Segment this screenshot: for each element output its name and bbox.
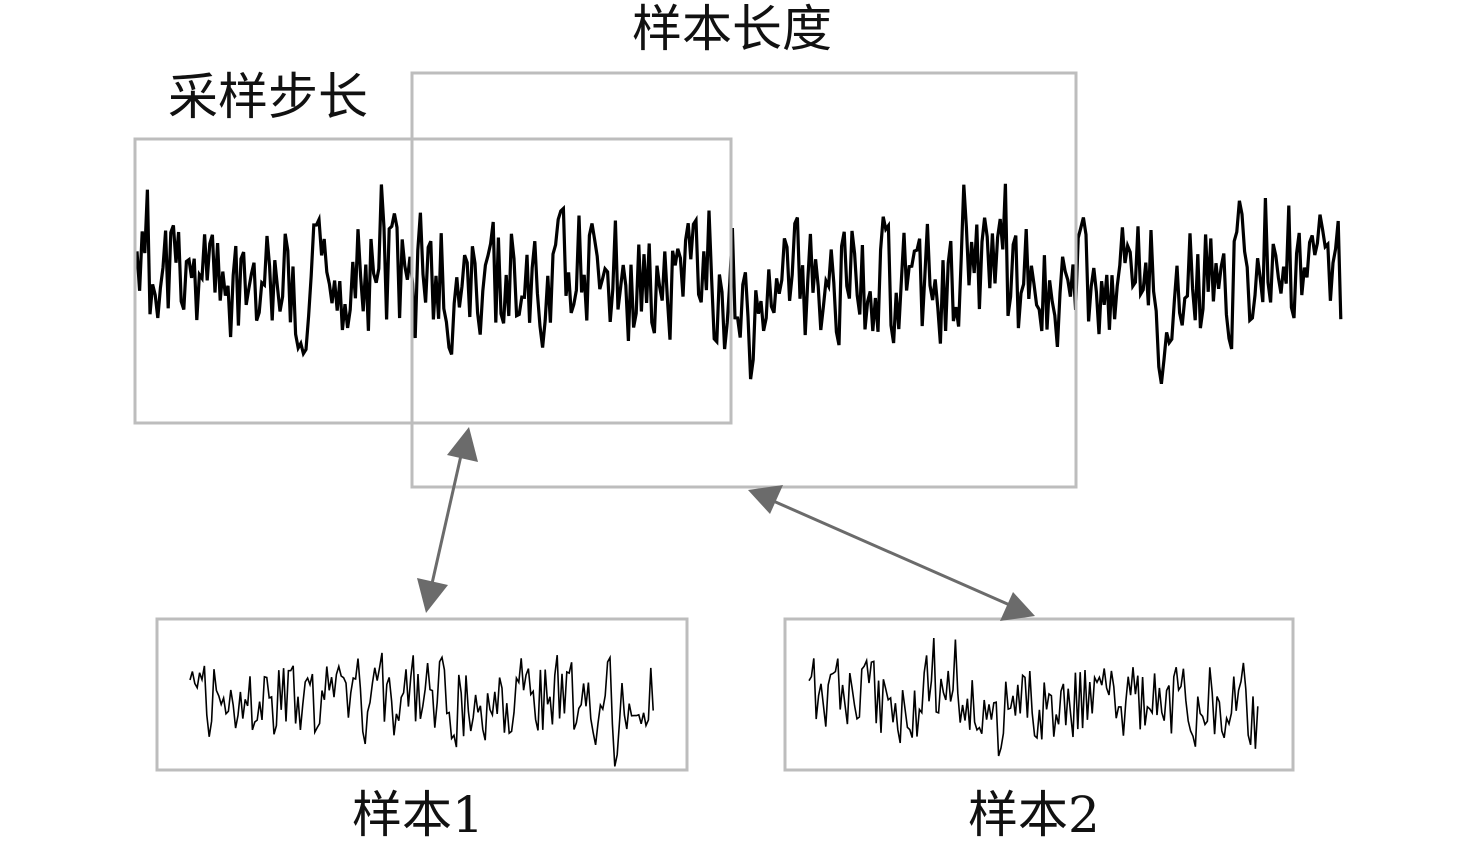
sampling-step-label: 采样步长 <box>168 68 368 126</box>
main-signal-waveform <box>135 183 1343 385</box>
sample-2-label: 样本2 <box>968 786 1100 844</box>
sampling-step-window <box>133 137 733 425</box>
arrow-to-sample-2 <box>748 485 1035 621</box>
sample-2-box <box>783 617 1295 772</box>
sample-length-label: 样本长度 <box>632 0 832 58</box>
sample-length-window <box>410 71 1078 489</box>
sample-1-label: 样本1 <box>352 786 484 844</box>
sample-1-waveform <box>189 652 654 767</box>
arrow-to-sample-1 <box>417 427 478 613</box>
sample-2-waveform <box>808 637 1259 757</box>
sample-1-box <box>155 617 689 772</box>
